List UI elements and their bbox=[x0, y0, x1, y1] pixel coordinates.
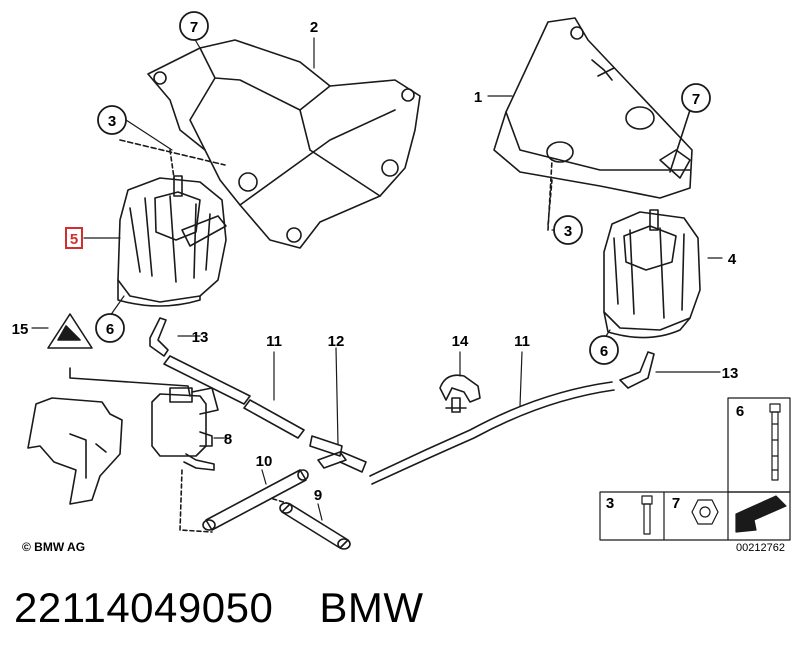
callout-13-left: 13 bbox=[192, 329, 209, 346]
callout-11-right: 11 bbox=[514, 333, 530, 350]
callout-circle-7-right bbox=[681, 83, 711, 113]
triangular-bracket bbox=[493, 17, 693, 199]
legend-label-bolt-3: 3 bbox=[606, 495, 614, 512]
legend-label-bolt-6: 6 bbox=[736, 403, 744, 420]
callout-2: 2 bbox=[310, 19, 318, 36]
callout-7-right: 7 bbox=[692, 91, 700, 108]
t-piece-connector bbox=[309, 435, 367, 473]
elbow-connector-right bbox=[619, 351, 655, 389]
warning-label bbox=[47, 313, 93, 349]
callout-14: 14 bbox=[452, 333, 469, 350]
callout-11-left: 11 bbox=[266, 333, 282, 350]
callout-10: 10 bbox=[256, 453, 273, 470]
hose-9 bbox=[279, 502, 351, 550]
hose-clip bbox=[439, 374, 481, 413]
callout-12: 12 bbox=[328, 333, 345, 350]
callout-9: 9 bbox=[314, 487, 322, 504]
vacuum-hose-11-left bbox=[163, 355, 305, 439]
vacuum-hose-11-right bbox=[369, 381, 613, 477]
legend-label-nut-7: 7 bbox=[672, 495, 680, 512]
callout-3-right: 3 bbox=[564, 223, 572, 240]
hose-10 bbox=[202, 469, 309, 531]
callout-1: 1 bbox=[474, 89, 482, 106]
callout-circle-6-left bbox=[95, 313, 125, 343]
callout-13-right: 13 bbox=[722, 365, 739, 382]
engine-mount-right bbox=[603, 209, 701, 339]
engine-mount-left bbox=[117, 175, 227, 307]
callout-4: 4 bbox=[728, 251, 737, 268]
callout-circle-7-top bbox=[179, 11, 209, 41]
callout-7-top: 7 bbox=[190, 19, 198, 36]
solenoid-valve bbox=[151, 387, 219, 471]
callout-6-right: 6 bbox=[600, 343, 608, 360]
footer-caption: 22114049050 BMW bbox=[14, 584, 423, 632]
engine-support-bracket bbox=[147, 39, 421, 249]
callout-circle-3-right bbox=[553, 215, 583, 245]
callout-15: 15 bbox=[12, 321, 29, 338]
callout-5: 5 bbox=[70, 231, 78, 248]
callout-8: 8 bbox=[224, 431, 232, 448]
brand-name: BMW bbox=[319, 584, 424, 631]
bottom-left-bracket bbox=[27, 397, 123, 505]
elbow-connector-left bbox=[149, 317, 169, 357]
copyright-notice: © BMW AG bbox=[22, 540, 86, 554]
callout-6-left: 6 bbox=[106, 321, 114, 338]
fastener-legend bbox=[599, 397, 791, 541]
diagram-reference-number: 00212762 bbox=[736, 542, 785, 554]
callout-circle-3-left bbox=[97, 105, 127, 135]
callout-5-highlight-box bbox=[65, 227, 83, 249]
callout-3-left: 3 bbox=[108, 113, 116, 130]
callout-circle-6-right bbox=[589, 335, 619, 365]
part-number: 22114049050 bbox=[14, 584, 274, 631]
